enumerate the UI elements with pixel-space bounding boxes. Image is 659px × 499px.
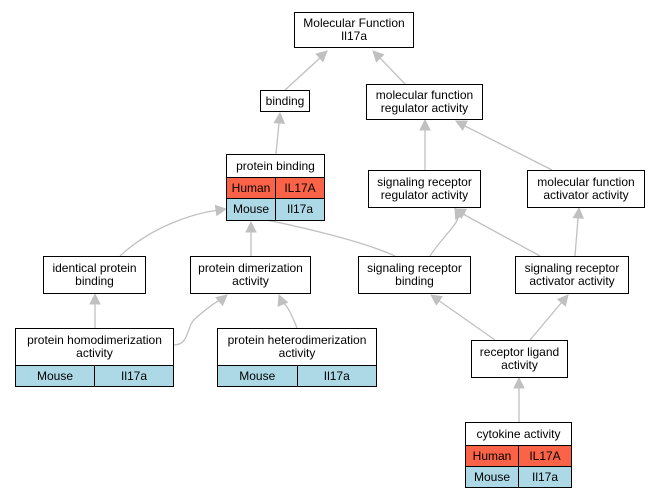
edge-arrowhead	[372, 50, 385, 63]
node-identical-protein-binding[interactable]: identical protein binding	[43, 256, 146, 294]
node-title: protein heterodimerization activity	[227, 333, 367, 360]
species-row-human: Human IL17A	[227, 177, 324, 198]
edge-cytokine-to-ligand	[513, 376, 525, 422]
gene-cell: IL17A	[518, 446, 571, 466]
node-title: signaling receptor activator activity	[524, 261, 620, 288]
edge-line	[429, 215, 459, 257]
edge-line	[574, 217, 579, 257]
species-row-mouse: Mouse Il17a	[218, 365, 376, 386]
species-row-mouse: Mouse Il17a	[16, 365, 173, 386]
edge-protein-binding-to-binding	[273, 111, 286, 155]
node-protein-binding[interactable]: protein binding Human IL17A Mouse Il17a	[226, 154, 325, 221]
edge-arrowhead	[513, 376, 525, 389]
edge-line	[284, 57, 321, 91]
edge-ligand-to-sig-binding	[430, 294, 496, 341]
edge-line	[462, 213, 541, 257]
edge-arrowhead	[556, 294, 569, 307]
edge-arrowhead	[419, 118, 431, 131]
node-title: protein homodimerization activity	[27, 333, 162, 360]
gene-cell: Il17a	[518, 467, 571, 487]
edge-line	[529, 301, 563, 341]
node-title: signaling receptor regulator activity	[377, 175, 472, 202]
node-signaling-receptor-binding[interactable]: signaling receptor binding	[358, 256, 471, 294]
edge-arrowhead	[430, 294, 443, 306]
edge-arrowhead	[214, 204, 228, 217]
edge-regulator-to-root	[372, 50, 406, 85]
edge-sig-activator-to-activator	[572, 206, 585, 257]
node-title: receptor ligand activity	[479, 345, 560, 372]
node-molecular-function-regulator-activity[interactable]: molecular function regulator activity	[366, 84, 483, 120]
node-title: binding	[265, 93, 305, 108]
edge-arrowhead	[277, 293, 289, 307]
edge-binding-to-root	[284, 50, 328, 91]
gene-cell: IL17A	[275, 178, 324, 198]
edge-ligand-to-sig-activator	[529, 294, 569, 341]
species-row-mouse: Mouse Il17a	[227, 198, 324, 220]
species-cell: Human	[227, 178, 275, 198]
species-cell: Mouse	[218, 366, 297, 386]
species-cell: Mouse	[16, 366, 94, 386]
edge-sig-activator-to-sig-regulator	[454, 208, 541, 257]
node-signaling-receptor-regulator-activity[interactable]: signaling receptor regulator activity	[368, 170, 481, 208]
node-protein-dimerization-activity[interactable]: protein dimerization activity	[190, 256, 311, 294]
edge-line	[379, 57, 406, 85]
edge-arrowhead	[454, 208, 467, 220]
gene-cell: Il17a	[296, 366, 376, 386]
node-title: protein dimerization activity	[198, 261, 303, 288]
node-title: signaling receptor binding	[367, 261, 462, 288]
edge-dimerization-to-protein-binding	[245, 220, 257, 256]
node-binding[interactable]: binding	[260, 90, 310, 112]
node-title: identical protein binding	[52, 261, 137, 288]
edge-arrowhead	[273, 111, 286, 124]
edge-homodimer-to-dimerization	[173, 294, 228, 346]
node-signaling-receptor-activator-activity[interactable]: signaling receptor activator activity	[515, 256, 629, 294]
edge-line	[464, 125, 553, 171]
species-cell: Mouse	[227, 199, 275, 220]
node-title: Molecular Function Il17a	[303, 16, 405, 43]
edge-heterodimer-to-dimerization	[277, 293, 298, 329]
species-row-mouse: Mouse Il17a	[466, 466, 571, 487]
gene-cell: Il17a	[275, 199, 324, 220]
node-title: molecular function regulator activity	[375, 88, 474, 115]
species-cell: Mouse	[466, 467, 518, 487]
node-molecular-function-root[interactable]: Molecular Function Il17a	[294, 12, 414, 48]
edge-sig-regulator-to-regulator	[419, 118, 431, 170]
node-title: protein binding	[236, 158, 315, 173]
node-cytokine-activity[interactable]: cytokine activity Human IL17A Mouse Il17…	[465, 422, 572, 488]
edge-arrowhead	[572, 206, 585, 219]
edge-line	[281, 301, 298, 329]
node-protein-homodimerization-activity[interactable]: protein homodimerization activity Mouse …	[15, 328, 174, 387]
edge-activator-to-regulator	[455, 120, 553, 171]
species-row-human: Human IL17A	[466, 445, 571, 466]
edge-arrowhead	[245, 220, 257, 233]
species-cell: Human	[466, 446, 518, 466]
node-receptor-ligand-activity[interactable]: receptor ligand activity	[471, 340, 568, 378]
edge-line	[437, 299, 496, 341]
node-protein-heterodimerization-activity[interactable]: protein heterodimerization activity Mous…	[217, 328, 377, 387]
edge-arrowhead	[215, 294, 228, 307]
edge-homodimer-to-identical	[89, 292, 101, 328]
edge-identical-to-protein-binding	[119, 204, 228, 257]
edge-line	[275, 122, 280, 155]
node-molecular-function-activator-activity[interactable]: molecular function activator activity	[527, 170, 645, 208]
node-title: molecular function activator activity	[537, 175, 635, 202]
node-title: cytokine activity	[476, 426, 561, 441]
edge-line	[119, 209, 219, 257]
gene-cell: Il17a	[94, 366, 173, 386]
edge-arrowhead	[455, 120, 468, 131]
edge-arrowhead	[89, 292, 101, 305]
edge-line	[173, 299, 222, 346]
edge-arrowhead	[315, 50, 328, 63]
